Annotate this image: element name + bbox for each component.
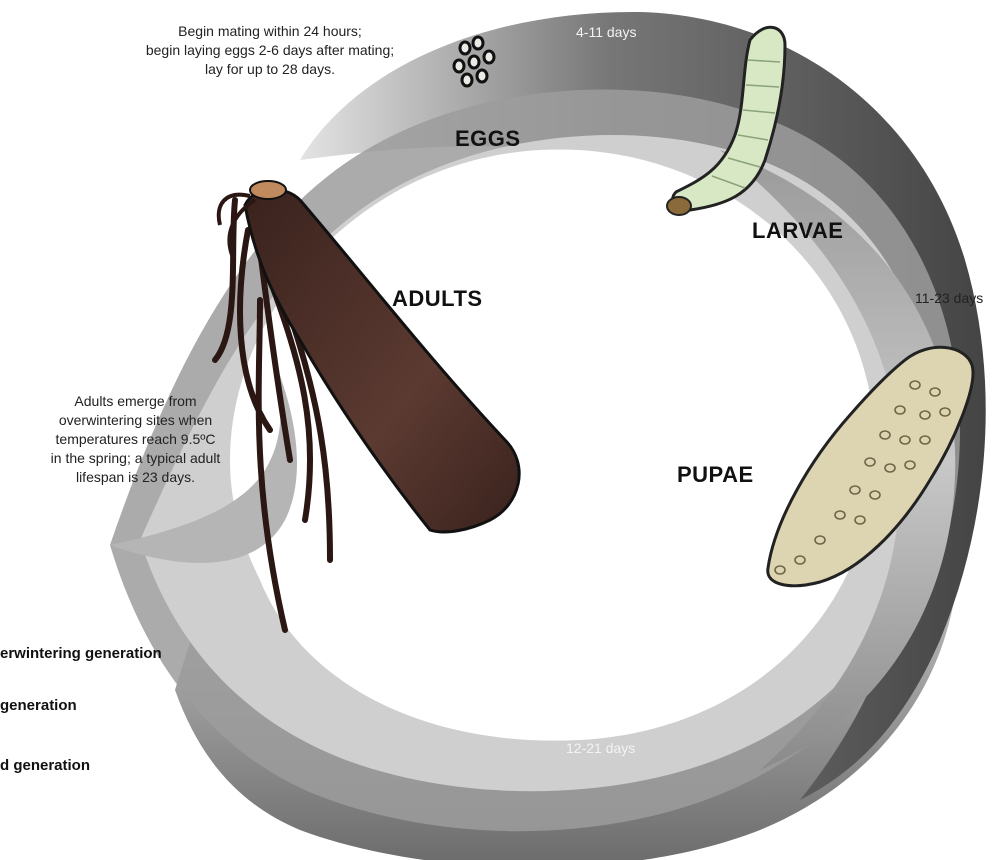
emergence-note-line: temperatures reach 9.5ºC xyxy=(8,430,263,449)
emergence-note-line: overwintering sites when xyxy=(8,411,263,430)
legend-first-generation: generation xyxy=(0,697,77,714)
emergence-note: Adults emerge from overwintering sites w… xyxy=(8,392,263,487)
emergence-note-line: in the spring; a typical adult xyxy=(8,449,263,468)
stage-label-adults: ADULTS xyxy=(392,286,483,312)
legend-overwintering-generation: erwintering generation xyxy=(0,645,162,662)
legend-second-generation: d generation xyxy=(0,757,90,774)
mating-note-line: Begin mating within 24 hours; xyxy=(100,22,440,41)
stage-label-larvae: LARVAE xyxy=(752,218,843,244)
emergence-note-line: lifespan is 23 days. xyxy=(8,468,263,487)
stage-label-eggs: EGGS xyxy=(455,126,521,152)
duration-pupae: 12-21 days xyxy=(566,740,635,756)
mating-note: Begin mating within 24 hours; begin layi… xyxy=(100,22,440,79)
emergence-note-line: Adults emerge from xyxy=(8,392,263,411)
duration-eggs: 4-11 days xyxy=(576,24,636,40)
mating-note-line: begin laying eggs 2-6 days after mating; xyxy=(100,41,440,60)
mating-note-line: lay for up to 28 days. xyxy=(100,60,440,79)
duration-larvae: 11-23 days xyxy=(915,290,983,306)
stage-label-pupae: PUPAE xyxy=(677,462,754,488)
